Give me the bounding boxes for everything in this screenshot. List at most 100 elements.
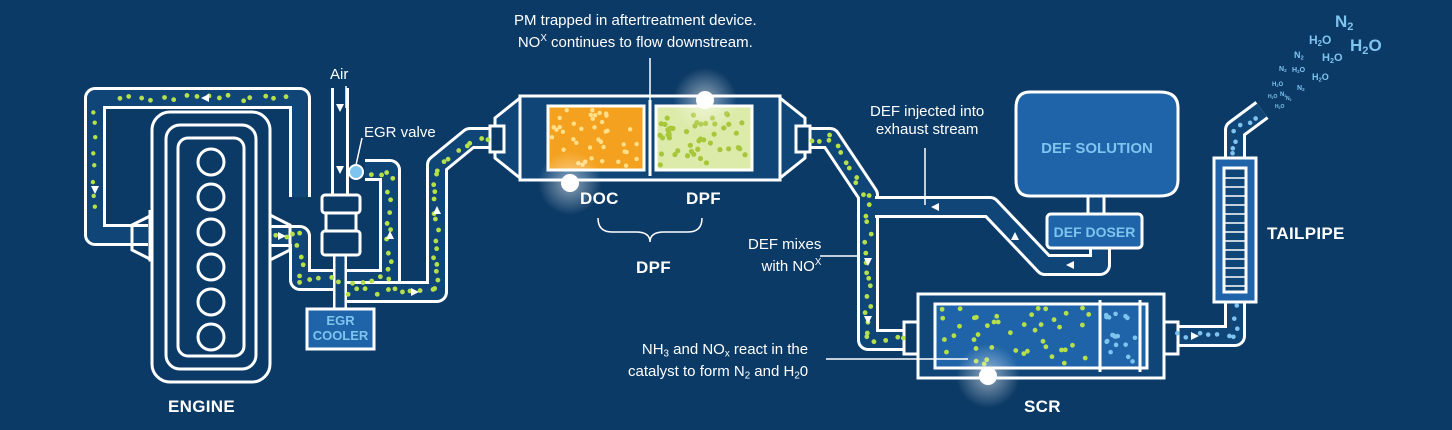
particle bbox=[345, 291, 351, 297]
particle bbox=[971, 337, 977, 343]
particle bbox=[711, 131, 717, 137]
particle bbox=[864, 219, 870, 225]
particle bbox=[1214, 332, 1220, 337]
particle bbox=[92, 163, 97, 168]
particle bbox=[634, 141, 639, 147]
particle bbox=[388, 227, 394, 232]
engine-label: ENGINE bbox=[168, 397, 235, 416]
cylinder-5 bbox=[196, 287, 226, 317]
particle bbox=[868, 231, 874, 237]
particle bbox=[1013, 348, 1019, 353]
particle bbox=[1035, 306, 1041, 311]
def-doser-label: DEF DOSER bbox=[1053, 224, 1136, 240]
egr-valve-body bbox=[320, 193, 362, 257]
particle bbox=[861, 192, 866, 198]
egr-cooler-label-line1: EGR bbox=[326, 313, 355, 328]
particle bbox=[1227, 333, 1232, 339]
particle bbox=[1021, 322, 1027, 327]
flow-arrow bbox=[1191, 332, 1199, 340]
particle bbox=[605, 128, 610, 133]
particle bbox=[1063, 310, 1069, 316]
particle bbox=[284, 234, 290, 240]
particle bbox=[1108, 349, 1113, 355]
molecule-h2o: H2O bbox=[1268, 94, 1278, 100]
particle bbox=[1079, 322, 1085, 328]
particle bbox=[696, 138, 702, 144]
particle bbox=[659, 135, 666, 141]
particle bbox=[737, 146, 743, 152]
particle bbox=[92, 204, 98, 209]
nh3-line1-sub2: x bbox=[724, 348, 730, 360]
flow-arrow bbox=[931, 203, 939, 211]
air-label: Air bbox=[330, 66, 349, 83]
particle bbox=[385, 250, 391, 256]
particle bbox=[1103, 312, 1109, 318]
particle bbox=[603, 111, 609, 116]
nh3-line2-c: 0 bbox=[799, 363, 809, 381]
particle bbox=[871, 339, 877, 345]
tailpipe-label: TAILPIPE bbox=[1267, 224, 1345, 243]
particle bbox=[667, 125, 673, 131]
particle bbox=[1029, 312, 1035, 318]
particle bbox=[290, 231, 295, 237]
nh3-callout: NH3 and NOx react in the catalyst to for… bbox=[628, 341, 808, 386]
molecule-h2o: H2O bbox=[1309, 33, 1332, 48]
egr-cooler-label: EGR COOLER bbox=[307, 313, 374, 343]
particle bbox=[432, 286, 438, 291]
def-mixes-line2-prefix: with NO bbox=[761, 258, 815, 275]
particle bbox=[1113, 342, 1119, 348]
particle bbox=[627, 127, 633, 132]
particle bbox=[386, 287, 391, 292]
particle bbox=[1235, 326, 1240, 331]
particle bbox=[385, 266, 391, 272]
particle bbox=[597, 110, 602, 116]
molecule-n2: N2 bbox=[1297, 85, 1305, 93]
particle bbox=[571, 121, 577, 126]
particle bbox=[384, 221, 390, 226]
particle bbox=[1025, 348, 1030, 354]
particle bbox=[557, 115, 562, 121]
particle bbox=[658, 151, 665, 157]
particle bbox=[838, 150, 844, 155]
molecule-n2: N2 bbox=[1279, 66, 1287, 74]
particle bbox=[350, 280, 355, 286]
particle bbox=[445, 156, 451, 162]
particle bbox=[1082, 355, 1088, 361]
particle bbox=[436, 227, 441, 233]
nh3-line1-c: react in the bbox=[729, 341, 809, 358]
particle bbox=[1038, 322, 1044, 327]
particle bbox=[184, 93, 190, 98]
particle bbox=[162, 95, 167, 100]
particle bbox=[726, 146, 732, 152]
particle bbox=[441, 159, 447, 165]
particle bbox=[846, 165, 852, 171]
particle bbox=[263, 93, 269, 99]
particle bbox=[1123, 342, 1128, 347]
particle bbox=[579, 126, 584, 131]
flow-arrow bbox=[864, 258, 872, 266]
particle bbox=[1051, 317, 1057, 323]
particle bbox=[862, 310, 868, 316]
particle bbox=[616, 159, 621, 164]
particle bbox=[1062, 347, 1068, 353]
molecule-h2o: H2O bbox=[1275, 104, 1285, 110]
particle bbox=[379, 172, 384, 178]
particle bbox=[957, 323, 962, 329]
particle bbox=[587, 145, 593, 150]
particle bbox=[377, 274, 383, 280]
particle bbox=[995, 319, 1001, 325]
particle bbox=[1231, 128, 1236, 134]
particle bbox=[1086, 312, 1092, 317]
nh3-line1-sub1: 3 bbox=[663, 348, 669, 360]
nh3-line1: NH3 and NOx react in the bbox=[628, 341, 808, 363]
nh3-line2-b: and H bbox=[750, 363, 795, 381]
particle bbox=[854, 175, 860, 180]
particle bbox=[590, 108, 595, 113]
particle bbox=[1123, 313, 1128, 319]
cylinder-2 bbox=[196, 182, 226, 212]
particle bbox=[91, 193, 96, 199]
particle bbox=[588, 112, 594, 118]
particle bbox=[991, 319, 997, 325]
particle bbox=[467, 140, 473, 146]
particle bbox=[975, 332, 981, 337]
